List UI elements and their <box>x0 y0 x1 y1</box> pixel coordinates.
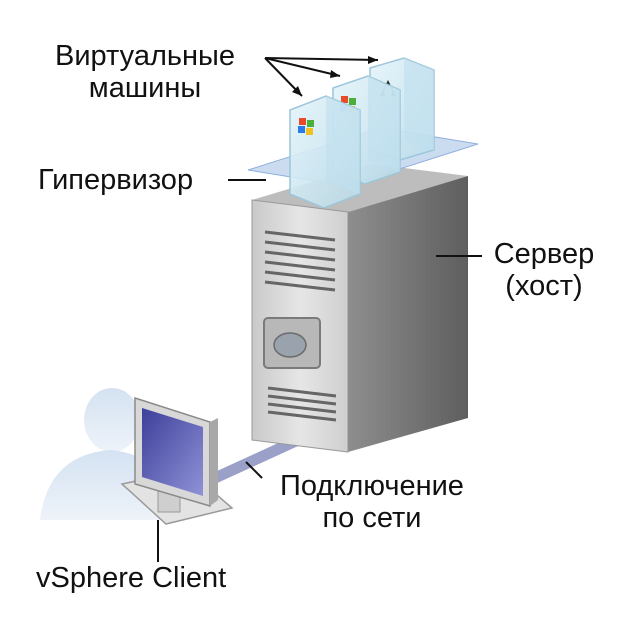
drive-bays <box>264 230 336 292</box>
server-label-line1: Сервер <box>493 238 595 270</box>
windows-logo-icon <box>298 118 314 135</box>
hypervisor-label: Гипервизор <box>38 164 194 196</box>
network-cable <box>209 434 304 484</box>
server-label: Сервер (хост) <box>484 238 604 302</box>
server-label-line2: (хост) <box>505 270 583 302</box>
server-tower <box>251 164 468 453</box>
network-label: Подключение по сети <box>262 470 482 534</box>
vent-grille <box>267 386 337 422</box>
leader-lines <box>157 57 482 562</box>
network-label-line1: Подключение <box>280 470 464 502</box>
arrowheads <box>292 56 378 96</box>
network-label-line2: по сети <box>322 502 422 534</box>
virtual-machines-label-line2: машины <box>88 72 202 104</box>
client-monitor <box>120 396 234 525</box>
client-label: vSphere Client <box>36 562 227 594</box>
power-button-icon <box>273 332 307 358</box>
virtual-machines-label-line1: Виртуальные <box>55 40 235 72</box>
virtual-machines-label: Виртуальные машины <box>40 40 250 104</box>
virtual-machine-1 <box>289 95 361 209</box>
